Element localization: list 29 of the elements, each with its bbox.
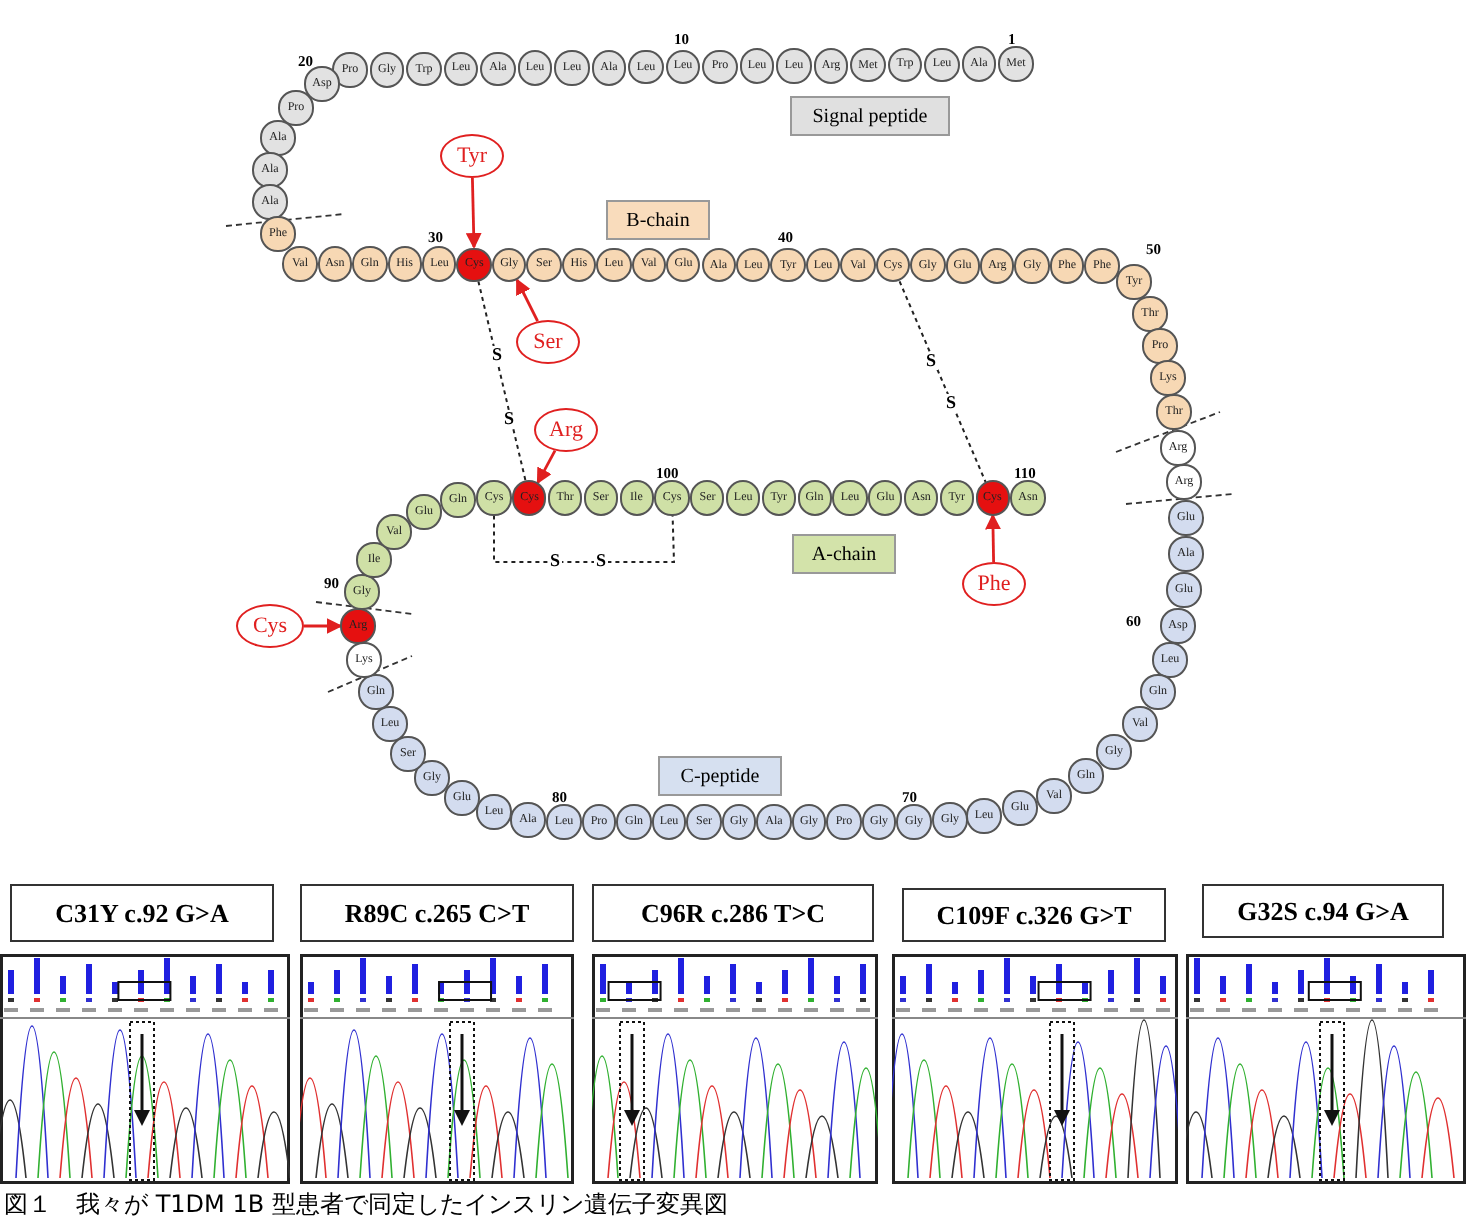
- chain-label: Signal peptide: [790, 96, 950, 136]
- callout-arrow: [465, 177, 482, 249]
- mutation-callout: Cys: [236, 604, 304, 648]
- chain-label: B-chain: [606, 200, 710, 240]
- sulfur-label: S: [944, 394, 959, 412]
- callout-arrow: [536, 449, 557, 485]
- mutation-header: C109F c.326 G>T: [902, 888, 1166, 942]
- sulfur-label: S: [594, 552, 609, 570]
- disulfide-bond: [477, 280, 527, 482]
- mutation-callout: Tyr: [440, 134, 504, 178]
- figure-caption: 図１ 我々が T1DM 1B 型患者で同定したインスリン遺伝子変異図: [4, 1188, 728, 1220]
- mutation-callout: Ser: [516, 320, 580, 364]
- disulfide-bond: [493, 514, 676, 563]
- callout-arrow: [304, 618, 343, 634]
- sulfur-label: S: [502, 410, 517, 428]
- chain-label: C-peptide: [658, 756, 782, 796]
- chain-label: A-chain: [792, 534, 896, 574]
- callout-arrow: [515, 278, 539, 322]
- mutation-header: G32S c.94 G>A: [1202, 884, 1444, 938]
- mutation-header: C96R c.286 T>C: [592, 884, 874, 942]
- sulfur-label: S: [490, 346, 505, 364]
- mutation-callout: Phe: [962, 562, 1026, 606]
- sulfur-label: S: [548, 552, 563, 570]
- mutation-header: R89C c.265 C>T: [300, 884, 574, 942]
- mutation-callout: Arg: [534, 408, 598, 452]
- sulfur-label: S: [924, 352, 939, 370]
- disulfide-bond: [898, 280, 987, 483]
- mutation-header: C31Y c.92 G>A: [10, 884, 274, 942]
- callout-arrow: [985, 513, 1002, 563]
